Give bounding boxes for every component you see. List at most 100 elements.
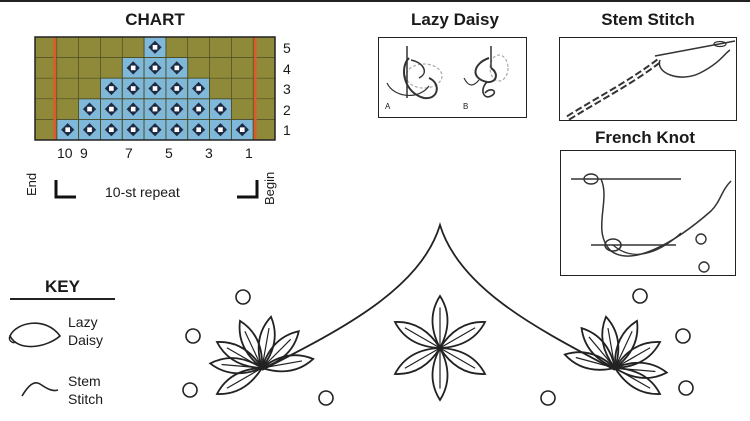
stitch-symbol-center	[152, 86, 158, 91]
stitch-symbol-center	[87, 127, 92, 133]
chart-title: CHART	[125, 10, 185, 29]
petal-tack-line	[261, 338, 292, 369]
stitch-symbol-center	[152, 44, 158, 50]
french-knot	[185, 328, 201, 344]
repeat-bracket-begin	[237, 180, 259, 199]
french-knot	[182, 382, 198, 398]
stitch-chart-grid	[34, 36, 276, 141]
stitch-symbol-center	[174, 127, 180, 133]
lazy-daisy-petal	[613, 341, 662, 369]
chart-border	[34, 36, 276, 141]
petal-tack-line	[439, 327, 476, 349]
stitch-symbol-center	[152, 106, 158, 112]
repeat-bracket-end	[54, 180, 76, 199]
stitch-symbol-center	[152, 65, 158, 71]
french-knot	[678, 380, 694, 396]
stitch-symbol-center	[130, 127, 136, 133]
stitch-symbol-center	[109, 106, 114, 112]
flower-left	[208, 315, 315, 395]
stitch-symbol-center	[130, 106, 136, 112]
lazy-daisy-petal	[601, 315, 620, 370]
petal-tack-line	[404, 347, 441, 369]
stitch-symbol-center	[152, 127, 158, 133]
french-knot	[318, 390, 334, 406]
chart-row-labels: 5 4 3 2 1	[283, 38, 299, 141]
lazy-daisy-petal	[613, 361, 669, 379]
stitch-symbol-center	[130, 65, 136, 71]
petal-tack-line	[261, 327, 270, 369]
french-knot	[632, 288, 648, 304]
row-label: 2	[283, 101, 291, 118]
lazy-daisy-petal	[438, 321, 487, 349]
petal-tack-line	[575, 356, 616, 369]
stitch-symbol-center	[218, 106, 223, 112]
stitch-symbol-center	[87, 106, 92, 112]
lazy-daisy-petal	[580, 326, 617, 370]
top-border	[0, 0, 750, 2]
petal-tack-line	[614, 330, 633, 369]
stitch-symbol-center	[196, 86, 201, 91]
lazy-daisy-petal	[257, 315, 276, 370]
lazy-daisy-illustration: A B	[378, 37, 527, 118]
stem-stitch-line	[261, 221, 616, 371]
french-knot	[540, 390, 556, 406]
row-label: 1	[283, 122, 291, 139]
row-label: 3	[283, 81, 291, 98]
stem-stitch-drawing	[566, 40, 736, 121]
stem-stitch-title: Stem Stitch	[601, 10, 695, 29]
repeat-label: 10-st repeat	[105, 184, 180, 200]
step-b-label: B	[463, 102, 469, 111]
stem-stitch-illustration	[559, 37, 737, 121]
key-title: KEY	[45, 277, 80, 296]
petal-tack-line	[614, 367, 651, 389]
lazy-daisy-petal	[260, 330, 300, 370]
petal-tack-line	[244, 330, 263, 369]
lazy-daisy-petal	[238, 319, 263, 370]
stitch-symbol-center	[196, 127, 201, 133]
row-label: 4	[283, 60, 291, 77]
stitch-symbol-center	[174, 106, 180, 112]
key-item-label: Daisy	[68, 332, 104, 348]
stitch-symbol-center	[239, 127, 245, 133]
col-label: 7	[125, 145, 133, 161]
stitch-symbol-center	[174, 65, 180, 71]
stitch-symbol-center	[218, 127, 223, 133]
lazy-daisy-petal	[614, 319, 639, 370]
flower-center	[393, 294, 487, 402]
petal-tack-line	[226, 367, 263, 389]
col-label: 9	[80, 145, 88, 161]
lazy-daisy-petal	[613, 367, 662, 395]
col-label: 1	[245, 145, 253, 161]
lazy-daisy-petal	[563, 351, 617, 371]
french-knot-illustration	[560, 150, 736, 276]
petal-tack-line	[614, 347, 651, 369]
lazy-daisy-drawing	[386, 46, 509, 100]
petal-tack-line	[261, 360, 303, 369]
lazy-daisy-petal	[438, 347, 487, 375]
lazy-daisy-title: Lazy Daisy	[411, 10, 499, 29]
lazy-daisy-petal	[431, 294, 449, 350]
lazy-daisy-petal	[215, 341, 264, 369]
row-label: 5	[283, 40, 291, 56]
stitch-symbol-center	[65, 127, 71, 133]
petal-tack-line	[588, 336, 616, 369]
key-divider	[10, 298, 115, 300]
petal-tack-line	[221, 363, 263, 369]
col-label: 3	[205, 145, 213, 161]
stitch-symbol-center	[174, 86, 180, 91]
stitch-symbol-center	[109, 127, 114, 133]
french-knot	[675, 328, 691, 344]
french-knot-title: French Knot	[594, 128, 696, 147]
key-item-label: Stem	[68, 373, 101, 389]
stem-stitch-icon	[21, 381, 59, 397]
petal-tack-line	[439, 347, 476, 369]
key-item-label: Lazy	[68, 314, 98, 330]
flower-right	[563, 315, 669, 395]
lazy-daisy-petal	[215, 367, 264, 395]
french-knot-drawing	[571, 173, 732, 273]
lazy-daisy-petal	[393, 321, 442, 349]
petal-tack-line	[404, 327, 441, 349]
lazy-daisy-petal	[431, 346, 449, 402]
stitch-symbol-center	[109, 86, 114, 91]
